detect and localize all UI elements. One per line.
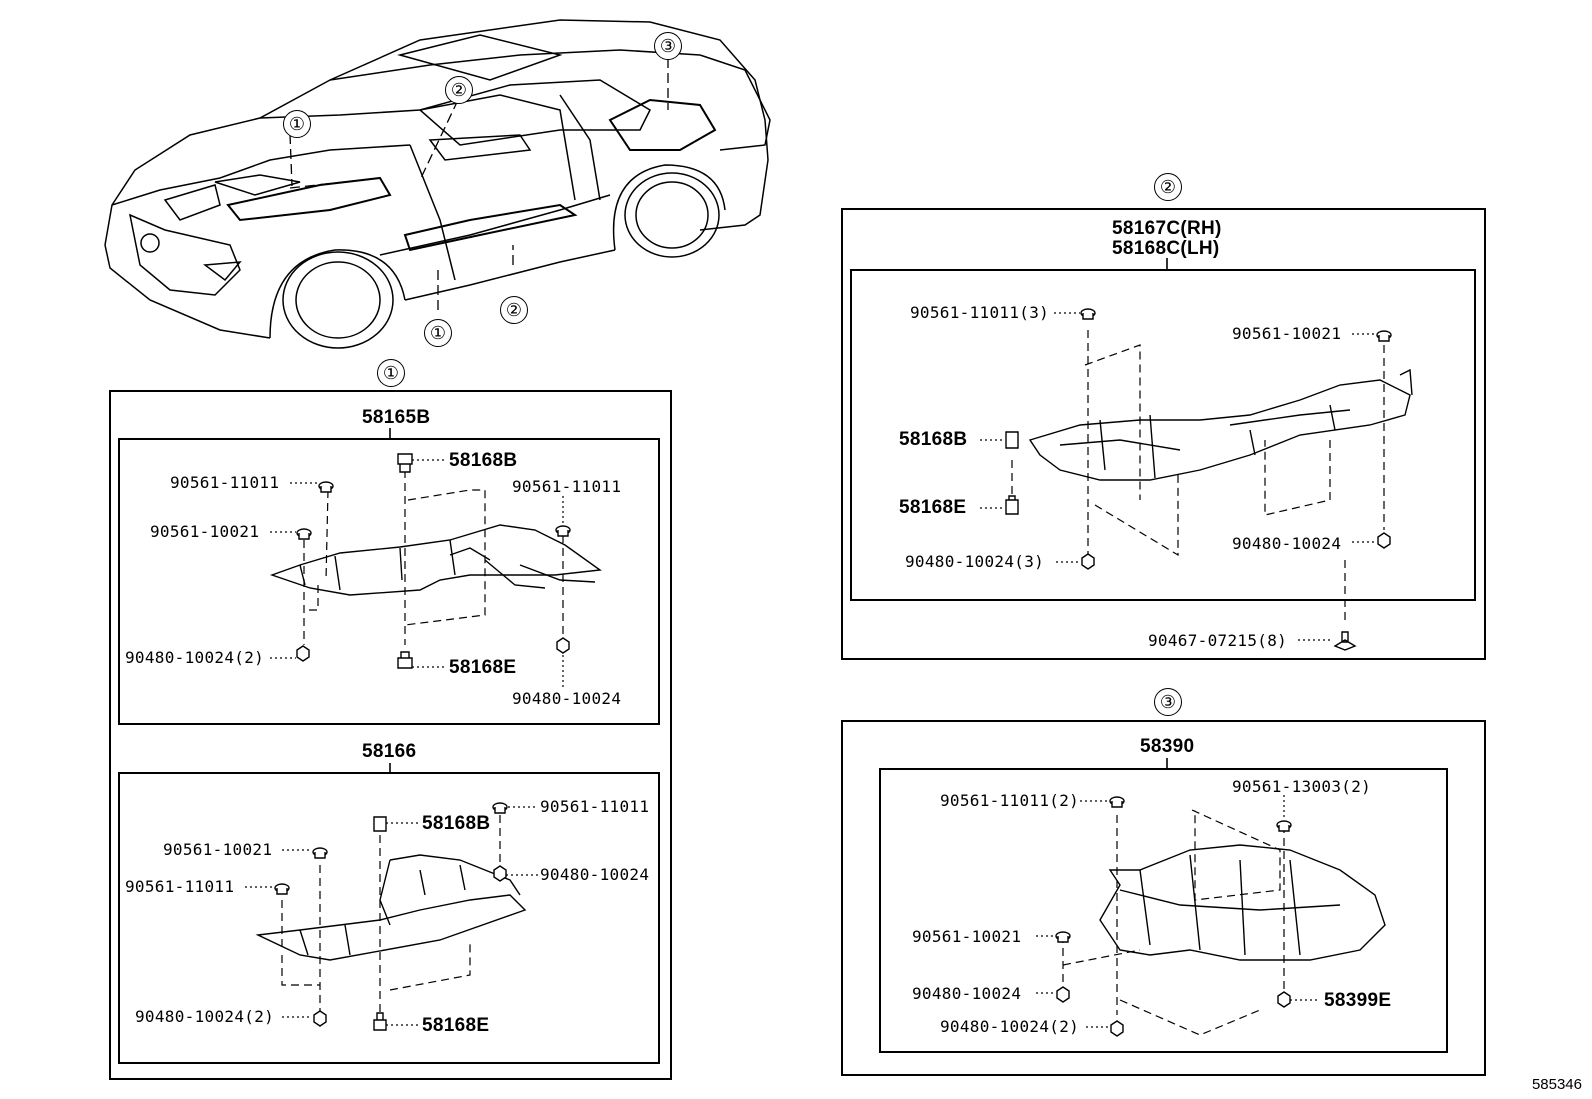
label-90480-10024-1a: 90480-10024 bbox=[512, 689, 622, 708]
part-58166-drawing bbox=[255, 854, 527, 961]
label-90561-10021-s3: 90561-10021 bbox=[912, 927, 1022, 946]
label-90561-10021-s2: 90561-10021 bbox=[1232, 324, 1342, 343]
label-90480-10024-s2: 90480-10024 bbox=[1232, 534, 1342, 553]
panel-58167C-RH-title: 58167C(RH) bbox=[1112, 218, 1222, 239]
label-90561-11011-1a-left: 90561-11011 bbox=[170, 473, 280, 492]
label-58168E-s2: 58168E bbox=[899, 497, 967, 518]
figure-reference-number: 585346 bbox=[1531, 1076, 1582, 1093]
section-1a-inner-frame bbox=[118, 438, 660, 725]
label-90480-10024-3-s2: 90480-10024(3) bbox=[905, 552, 1045, 571]
callout-2-lower: ② bbox=[500, 296, 528, 324]
label-90561-11011-1b-right: 90561-11011 bbox=[540, 797, 650, 816]
label-90561-10021-1b: 90561-10021 bbox=[163, 840, 273, 859]
vehicle-overview-drawing bbox=[104, 19, 771, 349]
section-1-frame bbox=[109, 390, 672, 1080]
section-2-frame bbox=[841, 208, 1486, 660]
section-2-inner-frame bbox=[850, 269, 1476, 601]
section-1a-leaders bbox=[303, 470, 564, 645]
section-1b-inner-frame bbox=[118, 772, 660, 1064]
label-58168E-1a: 58168E bbox=[449, 657, 517, 678]
label-90561-10021-1a: 90561-10021 bbox=[150, 522, 260, 541]
panel-58166-title: 58166 bbox=[362, 741, 417, 762]
section-3-frame bbox=[841, 720, 1486, 1076]
panel-58165B-title: 58165B bbox=[362, 407, 431, 428]
panel-58390-title: 58390 bbox=[1140, 736, 1195, 757]
label-90480-10024-1b: 90480-10024 bbox=[540, 865, 650, 884]
label-58168B-1a: 58168B bbox=[449, 450, 518, 471]
section-2-marker: ② bbox=[1154, 173, 1182, 201]
label-90480-10024-2-1b: 90480-10024(2) bbox=[135, 1007, 275, 1026]
part-58390-drawing bbox=[1099, 844, 1386, 961]
fastener-icons bbox=[274, 308, 1392, 1037]
section-2-leaders bbox=[1011, 330, 1385, 625]
label-58168E-1b: 58168E bbox=[422, 1015, 490, 1036]
section-3-inner-frame bbox=[879, 768, 1448, 1053]
section-3-leaders bbox=[1062, 809, 1285, 1036]
label-90561-13003-2-s3: 90561-13003(2) bbox=[1232, 777, 1372, 796]
label-90480-10024-2-1a: 90480-10024(2) bbox=[125, 648, 265, 667]
label-90561-11011-2-s3: 90561-11011(2) bbox=[940, 791, 1080, 810]
callout-1-lower: ① bbox=[424, 319, 452, 347]
section-1b-leaders bbox=[281, 815, 501, 1015]
label-90467-07215-8-s2: 90467-07215(8) bbox=[1148, 631, 1288, 650]
section-3-marker: ③ bbox=[1154, 688, 1182, 716]
label-58399E-s3: 58399E bbox=[1324, 990, 1392, 1011]
panel-58168C-LH-title: 58168C(LH) bbox=[1112, 238, 1220, 259]
part-58167C-drawing bbox=[1028, 368, 1413, 481]
label-leader-lines bbox=[245, 312, 1376, 1028]
label-90561-11011-1a-right: 90561-11011 bbox=[512, 477, 622, 496]
section-1-marker: ① bbox=[377, 359, 405, 387]
label-90561-11011-1b-left: 90561-11011 bbox=[125, 877, 235, 896]
callout-2-upper: ② bbox=[445, 76, 473, 104]
label-90480-10024-s3: 90480-10024 bbox=[912, 984, 1022, 1003]
label-90480-10024-2-s3: 90480-10024(2) bbox=[940, 1017, 1080, 1036]
callout-3-upper: ③ bbox=[654, 32, 682, 60]
callout-1-upper: ① bbox=[283, 110, 311, 138]
part-58165B-drawing bbox=[269, 524, 602, 596]
label-58168B-1b: 58168B bbox=[422, 813, 491, 834]
label-58168B-s2: 58168B bbox=[899, 429, 968, 450]
label-90561-11011-3-s2: 90561-11011(3) bbox=[910, 303, 1050, 322]
